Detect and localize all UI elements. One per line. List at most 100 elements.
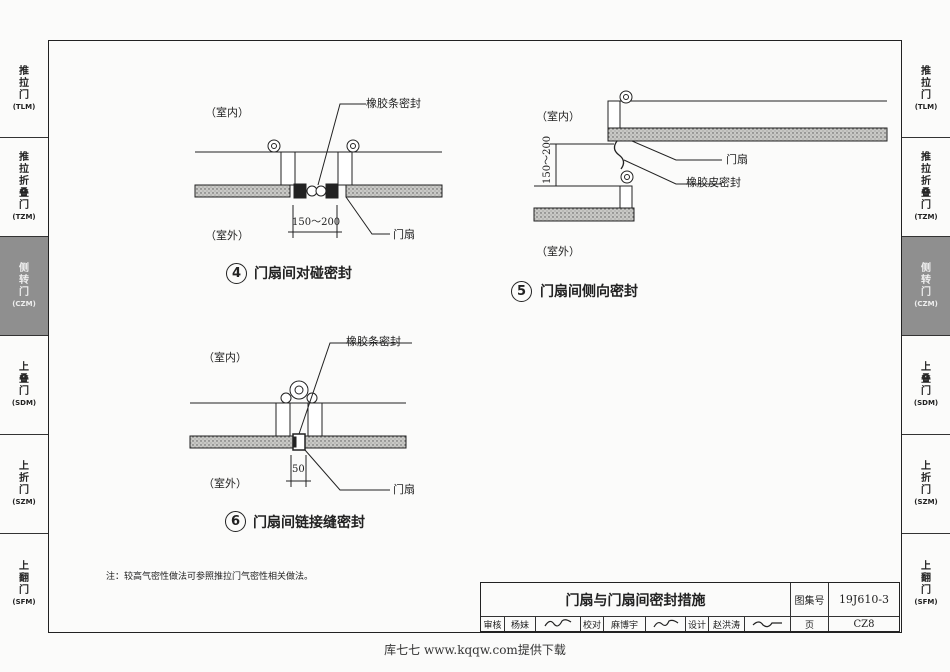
detail-5-drawing	[533, 90, 888, 222]
tab-char: 折	[19, 473, 29, 484]
atlas-number: 19J610-3	[828, 583, 899, 616]
design-signature	[744, 617, 790, 631]
signature-mark	[752, 621, 782, 628]
side-tab-czm[interactable]: 侧转门(CZM)	[902, 237, 950, 336]
detail-4-drawing	[194, 103, 443, 238]
tab-code: (TZM)	[914, 213, 938, 221]
signature-mark	[544, 619, 572, 627]
tab-char: 推	[921, 65, 931, 77]
tab-char: 上	[921, 461, 931, 472]
footer-watermark: 库七七 www.kqqw.com提供下载	[384, 643, 566, 657]
tab-char: 转	[19, 275, 29, 286]
detail-4-seal-label: 橡胶条密封	[366, 97, 421, 110]
tab-code: (TZM)	[12, 213, 36, 221]
tab-char: 上	[921, 362, 931, 373]
detail-5-outdoor: （室外）	[536, 245, 580, 258]
detail-6-number: 6	[225, 511, 246, 532]
detail-5-leaf-label: 门扇	[726, 153, 748, 166]
design-name: 赵洪涛	[708, 617, 744, 631]
side-tab-tzm[interactable]: 推拉折叠门(TZM)	[0, 138, 48, 237]
side-tab-tlm[interactable]: 推拉门(TLM)	[902, 40, 950, 138]
check-name: 麻博宇	[603, 617, 645, 631]
detail-5-seal-label: 橡胶皮密封	[686, 176, 741, 189]
tab-code: (SFM)	[12, 597, 36, 606]
tab-code: (TLM)	[12, 102, 36, 111]
side-tab-sdm[interactable]: 上叠门 (SDM)	[0, 336, 48, 435]
tab-char: 拉	[921, 77, 931, 89]
detail-4-outdoor: （室外）	[205, 229, 249, 242]
tab-code: (SDM)	[11, 399, 37, 407]
tab-char: 门	[19, 386, 29, 397]
tab-char: 推	[19, 152, 29, 163]
tab-char: 门	[19, 200, 29, 211]
page-number: CZ8	[828, 617, 899, 631]
detail-5-dimension: 150～200	[542, 135, 553, 184]
tab-char: 翻	[19, 572, 29, 584]
tab-char: 拉	[19, 77, 29, 89]
design-label: 设计	[685, 617, 708, 631]
tab-code: (TLM)	[914, 102, 938, 111]
detail-4-leaf-label: 门扇	[393, 228, 415, 241]
tab-char: 侧	[19, 263, 29, 274]
drawing-frame	[48, 40, 902, 633]
tab-char: 叠	[921, 374, 931, 385]
tab-char: 上	[921, 560, 931, 572]
tab-char: 折	[921, 473, 931, 484]
side-tab-tzm[interactable]: 推拉折叠门 (TZM)	[902, 138, 950, 237]
detail-6-indoor: （室内）	[203, 351, 247, 364]
drawing-title: 门扇与门扇间密封措施	[565, 592, 706, 609]
tab-char: 翻	[921, 572, 931, 584]
tab-char: 门	[921, 485, 931, 496]
side-tabs-right: 推拉门(TLM) 推拉折叠门(TZM) 侧转门(CZM) 上叠门(SDM) 上折…	[902, 40, 950, 633]
detail-4-number: 4	[226, 263, 247, 284]
tab-code: (SZM)	[914, 498, 938, 506]
tab-char: 门	[921, 200, 931, 211]
check-signature	[645, 617, 685, 631]
tab-char: 叠	[19, 374, 29, 385]
tab-char: 门	[921, 584, 931, 596]
tab-char: 门	[19, 287, 29, 298]
side-tab-czm[interactable]: 侧转门 (CZM)	[0, 237, 48, 336]
tab-code: (CZM)	[914, 300, 938, 308]
tab-char: 折	[921, 176, 931, 187]
detail-6-dimension: 50	[292, 464, 305, 475]
detail-6-seal-label: 橡胶条密封	[346, 335, 401, 348]
tab-char: 上	[19, 560, 29, 572]
tab-char: 转	[921, 275, 931, 286]
side-tab-tlm[interactable]: 推拉门(TLM)	[0, 40, 48, 138]
tab-char: 推	[921, 152, 931, 163]
detail-4-title: 门扇间对碰密封	[254, 266, 352, 282]
tab-char: 拉	[921, 164, 931, 175]
side-tab-szm[interactable]: 上折门(SZM)	[0, 435, 48, 534]
side-tab-sfm[interactable]: 上翻门(SFM)	[902, 534, 950, 633]
tab-code: (CZM)	[12, 300, 36, 308]
tab-char: 叠	[921, 188, 931, 199]
detail-4-dimension: 150～200	[292, 217, 341, 228]
tab-char: 推	[19, 65, 29, 77]
tab-char: 门	[921, 386, 931, 397]
side-tab-sdm[interactable]: 上叠门(SDM)	[902, 336, 950, 435]
tab-char: 上	[19, 362, 29, 373]
detail-4-indoor: （室内）	[205, 106, 249, 119]
check-label: 校对	[580, 617, 603, 631]
detail-6-outdoor: （室外）	[203, 477, 247, 490]
detail-5-indoor: （室内）	[536, 110, 580, 123]
side-tab-sfm[interactable]: 上翻门(SFM)	[0, 534, 48, 633]
detail-6-leaf-label: 门扇	[393, 483, 415, 496]
tab-char: 侧	[921, 263, 931, 274]
review-signature	[535, 617, 580, 631]
atlas-label: 图集号	[790, 583, 828, 616]
side-tab-szm[interactable]: 上折门 (SZM)	[902, 435, 950, 534]
review-name: 杨妹	[504, 617, 535, 631]
detail-6-title: 门扇间链接缝密封	[253, 515, 365, 531]
detail-5-number: 5	[511, 281, 532, 302]
detail-5-title: 门扇间侧向密封	[540, 284, 638, 300]
review-label: 审核	[483, 620, 502, 631]
note-text: 注：较高气密性做法可参照推拉门气密性相关做法。	[106, 572, 314, 582]
tab-char: 门	[19, 584, 29, 596]
tab-char: 折	[19, 176, 29, 187]
tab-char: 拉	[19, 164, 29, 175]
tab-char: 门	[19, 485, 29, 496]
signature-mark	[652, 619, 678, 628]
